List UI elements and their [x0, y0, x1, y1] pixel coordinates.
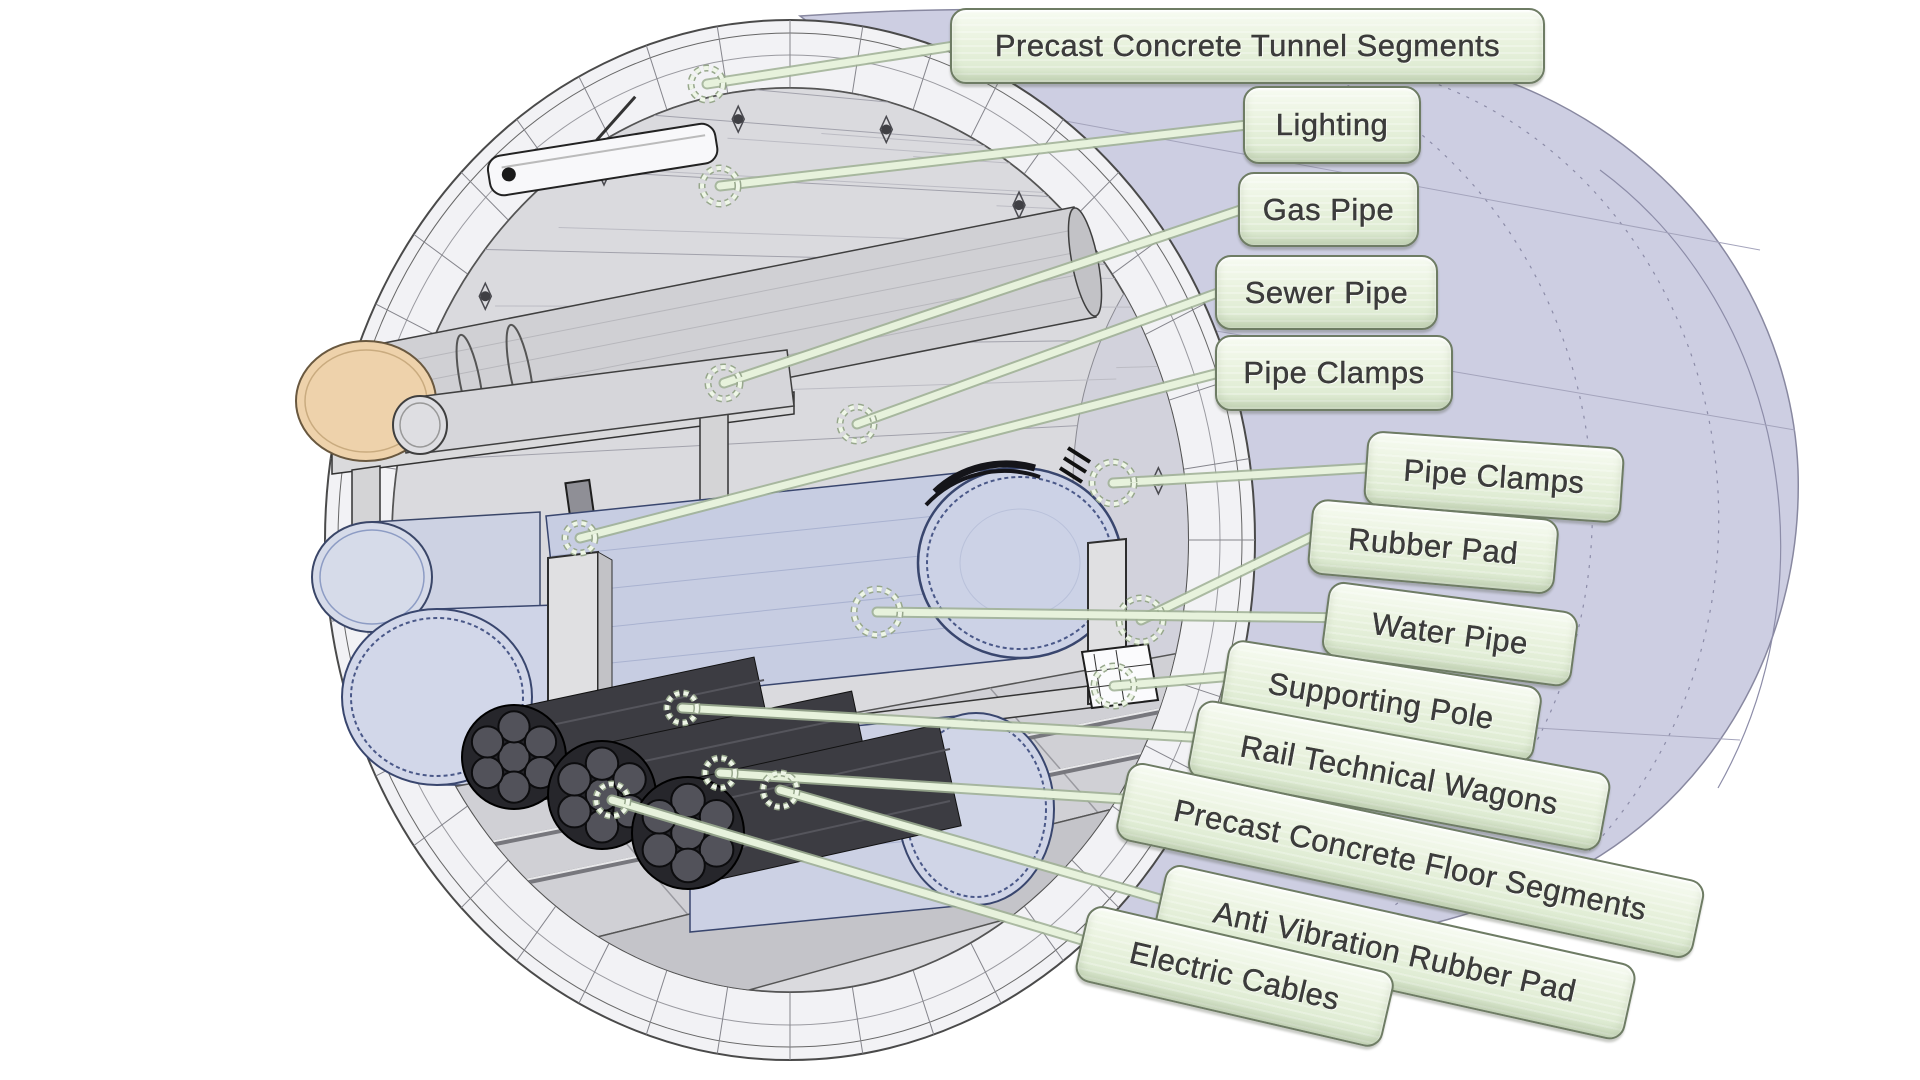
segment-anchor-icon [879, 114, 894, 145]
water-pipe-clamp [932, 460, 1036, 495]
segment-anchor-icon [478, 281, 493, 312]
supporting-pole-right [1080, 537, 1160, 710]
segment-anchor-icon [731, 104, 746, 134]
light-fixture [486, 95, 719, 197]
callout-leaders [561, 40, 1375, 947]
